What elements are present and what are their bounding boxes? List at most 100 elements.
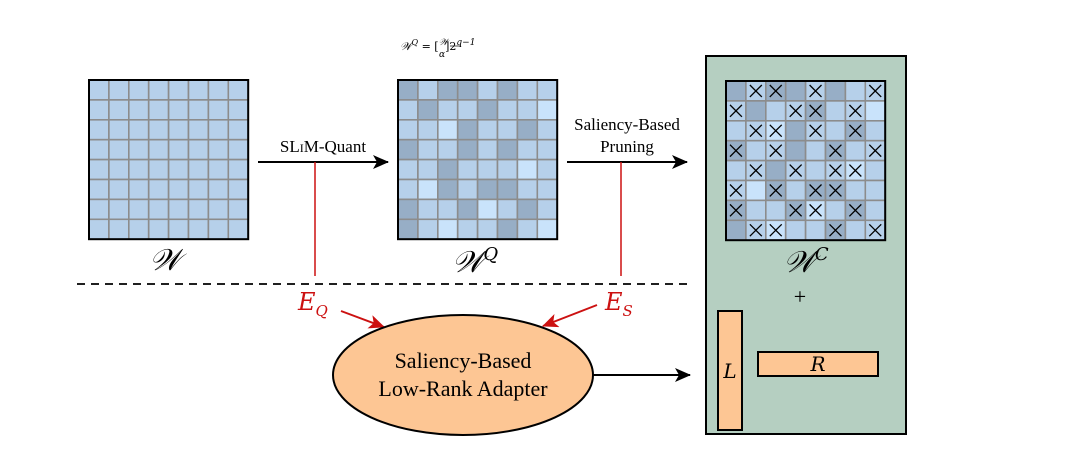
quantized-matrix-wq-cell xyxy=(516,99,539,121)
quantized-matrix-wq-cell xyxy=(436,218,459,241)
quantization-error-arrow xyxy=(340,310,385,329)
quantized-matrix-wq-label: 𝒲Q xyxy=(452,244,498,280)
quantized-matrix-wq-cell xyxy=(536,79,558,101)
quantized-matrix-wq-cell xyxy=(536,119,558,141)
weight-matrix-w-cell xyxy=(227,99,250,121)
compressed-matrix-wc-cell xyxy=(725,159,747,182)
compressed-matrix-wc-cell xyxy=(804,139,827,162)
compressed-matrix-wc-border xyxy=(725,80,887,242)
compressed-matrix-wc-cell xyxy=(804,159,827,182)
weight-matrix-w-cell xyxy=(88,158,110,181)
compressed-matrix-wc-cell xyxy=(844,219,867,242)
weight-matrix-w-cell xyxy=(108,99,130,121)
quantized-matrix-wq-cell xyxy=(476,99,499,121)
weight-matrix-w-cell xyxy=(187,198,210,221)
pruned-mark-icon xyxy=(829,144,842,158)
weight-matrix-w-cell xyxy=(147,79,170,101)
quantized-matrix-wq-cell xyxy=(476,79,499,101)
weight-matrix-w-cell xyxy=(207,99,230,121)
weight-matrix-w-cell xyxy=(128,178,150,201)
quantized-matrix-wq-cell xyxy=(397,218,419,241)
weight-matrix-w-cell xyxy=(187,79,210,101)
quantized-matrix-wq-cell xyxy=(397,198,419,221)
compressed-matrix-wc-cell xyxy=(764,100,787,122)
weight-matrix-w-cell xyxy=(108,178,130,201)
weight-matrix-w-cell xyxy=(88,99,110,121)
weight-matrix-w-cell xyxy=(147,218,170,241)
compressed-matrix-wc-cell xyxy=(864,199,886,222)
pruned-mark-icon xyxy=(729,184,743,197)
low-rank-matrix-r xyxy=(757,351,879,377)
quantized-matrix-wq-cell xyxy=(476,138,499,161)
compressed-matrix-wc-cell xyxy=(725,219,747,242)
compressed-matrix-wc-cell xyxy=(784,219,807,242)
quantized-matrix-wq-cell xyxy=(417,198,439,221)
weight-matrix-w-cell xyxy=(147,119,170,141)
weight-matrix-w-cell xyxy=(187,158,210,181)
low-rank-adapter-node xyxy=(332,314,594,436)
pruned-mark-icon xyxy=(829,184,842,197)
weight-matrix-w-cell xyxy=(167,99,190,121)
weight-matrix-w-cell xyxy=(187,178,210,201)
quantized-matrix-wq-cell xyxy=(496,99,519,121)
weight-matrix-w-cell xyxy=(227,79,250,101)
pruned-mark-icon xyxy=(769,124,783,138)
quantized-matrix-wq-cell xyxy=(417,79,439,101)
quantized-matrix-wq-cell xyxy=(397,79,419,101)
quantized-matrix-wq-cell xyxy=(496,178,519,201)
pruning-arrow-label-line2: Pruning xyxy=(600,137,654,156)
compressed-matrix-wc-cell xyxy=(824,100,847,122)
compressed-matrix-wc-cell xyxy=(764,199,787,222)
quantized-matrix-wq-cell xyxy=(536,218,558,241)
quantized-matrix-wq-cell xyxy=(516,158,539,181)
compressed-matrix-wc-cell xyxy=(784,179,807,202)
quantized-matrix-wq-cell xyxy=(496,158,519,181)
weight-matrix-w-cell xyxy=(207,178,230,201)
weight-matrix-w-cell xyxy=(88,119,110,141)
pruned-mark-icon xyxy=(769,223,783,237)
weight-matrix-w-cell xyxy=(108,119,130,141)
weight-matrix-w-cell xyxy=(167,138,190,161)
pruned-mark-icon xyxy=(809,184,822,197)
compressed-matrix-wc-cell xyxy=(784,120,807,142)
compressed-matrix-wc-cell xyxy=(725,80,747,102)
compressed-matrix-wc-cell xyxy=(824,80,847,102)
weight-matrix-w-cell xyxy=(147,99,170,121)
weight-matrix-w xyxy=(88,79,250,241)
compressed-matrix-wc-cell xyxy=(745,179,767,202)
quantized-matrix-wq-cell xyxy=(397,138,419,161)
pruned-mark-icon xyxy=(848,203,862,217)
weight-matrix-w-cell xyxy=(187,138,210,161)
weight-matrix-w-cell xyxy=(167,198,190,221)
weight-matrix-w-cell xyxy=(187,99,210,121)
compressed-matrix-wc-cell xyxy=(864,159,886,182)
quantized-matrix-wq-cell xyxy=(496,79,519,101)
weight-matrix-w-cell xyxy=(128,119,150,141)
weight-matrix-w-cell xyxy=(167,218,190,241)
quantized-matrix-wq-cell xyxy=(436,158,459,181)
quantized-matrix-wq-cell xyxy=(456,99,479,121)
pruned-mark-icon xyxy=(749,84,763,98)
pruned-mark-icon xyxy=(789,203,803,217)
weight-matrix-w-cell xyxy=(167,178,190,201)
weight-matrix-w-cell xyxy=(227,218,250,241)
pruned-mark-icon xyxy=(809,84,822,98)
pruned-mark-icon xyxy=(829,164,842,177)
weight-matrix-w-cell xyxy=(227,178,250,201)
pruning-arrow-label-line1: Saliency-Based xyxy=(574,115,680,134)
pruned-mark-icon xyxy=(729,144,743,158)
quantization-arrow-label: SLIM-Quant xyxy=(280,137,366,156)
compressed-matrix-wc-cell xyxy=(824,199,847,222)
pruned-mark-icon xyxy=(848,104,862,118)
quantized-matrix-wq-cell xyxy=(476,158,499,181)
pruned-mark-icon xyxy=(769,184,783,197)
pruning-error-arrow xyxy=(542,304,598,328)
compressed-matrix-wc-cell xyxy=(864,120,886,142)
weight-matrix-w-cell xyxy=(128,158,150,181)
pruned-mark-icon xyxy=(769,144,783,158)
compressed-matrix-wc-cell xyxy=(804,219,827,242)
quantized-matrix-wq-cell xyxy=(516,79,539,101)
weight-matrix-w-cell xyxy=(207,218,230,241)
quantized-matrix-wq-cell xyxy=(476,198,499,221)
pruned-mark-icon xyxy=(868,223,882,237)
